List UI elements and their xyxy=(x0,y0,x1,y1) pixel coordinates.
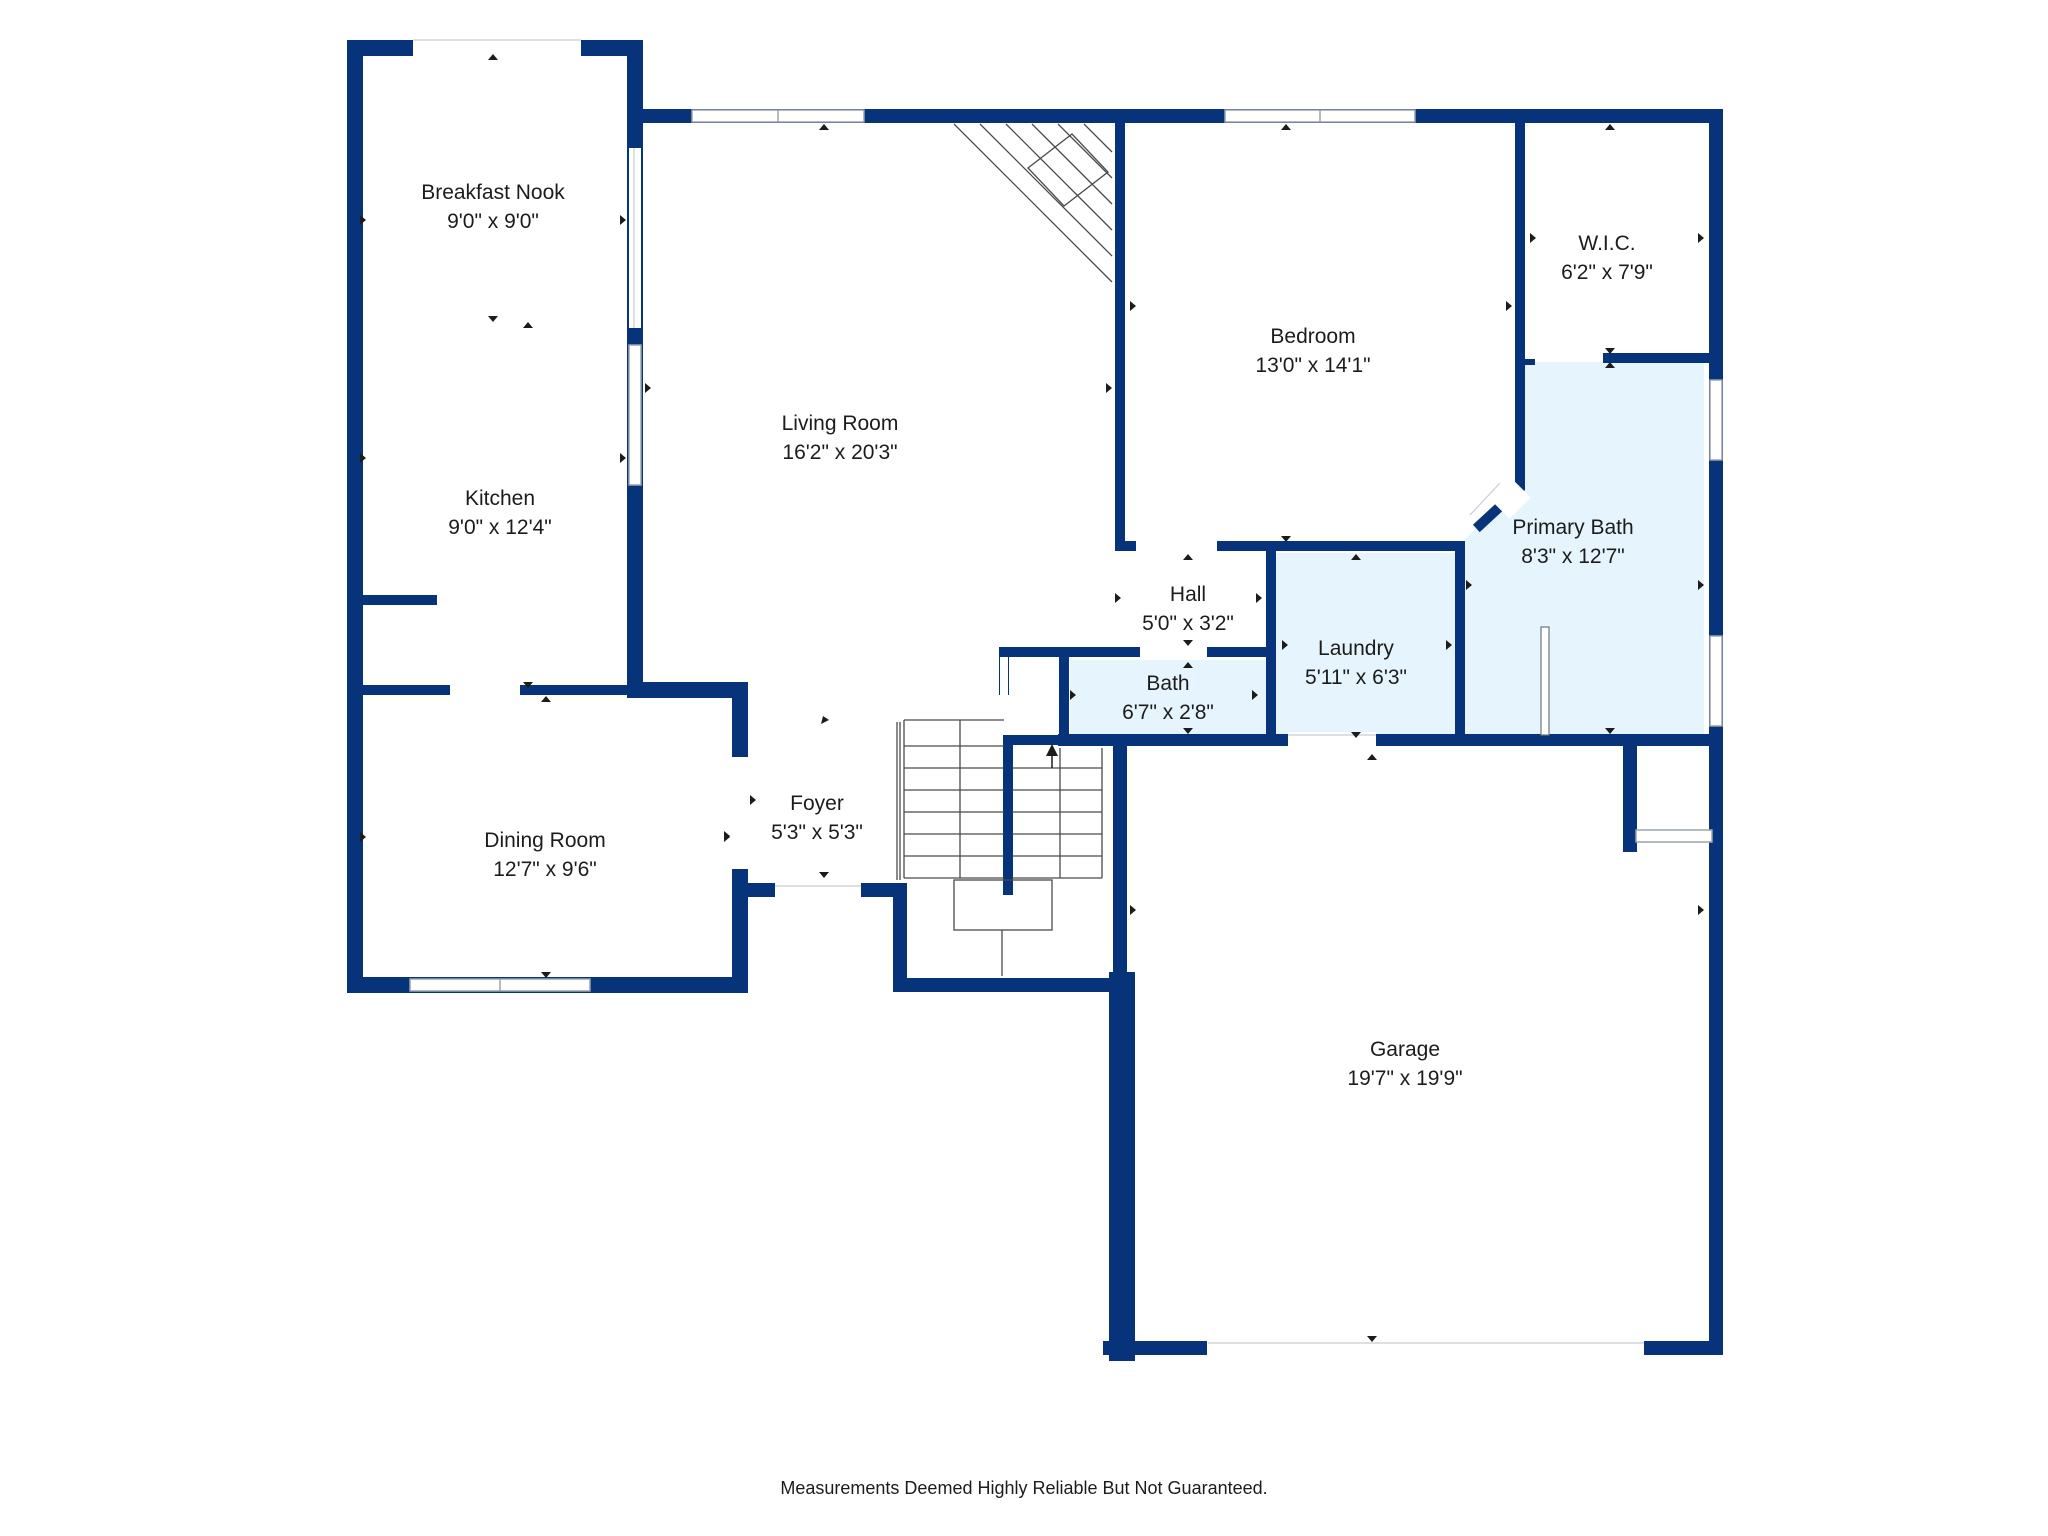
wet-room-fills xyxy=(1070,362,1704,735)
stairs-lower xyxy=(896,719,1103,976)
living-room-name: Living Room xyxy=(782,412,899,435)
door-outlines xyxy=(413,39,1644,1344)
window-bath-lower xyxy=(1709,635,1723,727)
wic-size: 6'2" x 7'9" xyxy=(1561,261,1653,284)
dimension-markers xyxy=(360,54,1704,1342)
dining-room-name: Dining Room xyxy=(484,829,605,852)
living-room-size: 16'2" x 20'3" xyxy=(782,441,897,464)
primary-bath-partition xyxy=(1540,626,1550,736)
bath-fill xyxy=(1070,660,1266,735)
disclaimer-text: Measurements Deemed Highly Reliable But … xyxy=(780,1478,1267,1498)
garage-size: 19'7" x 19'9" xyxy=(1347,1067,1462,1090)
stairs-upper xyxy=(953,123,1113,283)
hall-size: 5'0" x 3'2" xyxy=(1142,612,1234,635)
room-labels: Breakfast Nook 9'0" x 9'0" Kitchen 9'0" … xyxy=(421,181,1653,1090)
laundry-name: Laundry xyxy=(1318,637,1394,660)
bedroom-size: 13'0" x 14'1" xyxy=(1255,354,1370,377)
wic-name: W.I.C. xyxy=(1578,232,1635,255)
window-bath-upper xyxy=(1709,379,1723,461)
dining-room-size: 12'7" x 9'6" xyxy=(493,858,597,881)
garage-name: Garage xyxy=(1370,1038,1440,1061)
foyer-size: 5'3" x 5'3" xyxy=(771,821,863,844)
primary-bath-name: Primary Bath xyxy=(1512,516,1633,539)
windows xyxy=(409,109,1723,992)
breakfast-nook-name: Breakfast Nook xyxy=(421,181,565,204)
bedroom-name: Bedroom xyxy=(1270,325,1355,348)
kitchen-name: Kitchen xyxy=(465,487,535,510)
kitchen-size: 9'0" x 12'4" xyxy=(448,516,552,539)
wall-bedroom-left xyxy=(1115,111,1150,551)
laundry-fill xyxy=(1276,553,1458,735)
hall-name: Hall xyxy=(1170,583,1206,606)
openings xyxy=(413,38,1644,1356)
bath-name: Bath xyxy=(1146,672,1189,695)
garage-nib-shelf xyxy=(1635,829,1713,843)
laundry-size: 5'11" x 6'3" xyxy=(1305,666,1407,689)
stair-up-arrow xyxy=(1046,744,1058,756)
breakfast-nook-size: 9'0" x 9'0" xyxy=(447,210,539,233)
window-kitchen xyxy=(628,344,642,486)
primary-bath-fill xyxy=(1460,362,1704,735)
foyer-name: Foyer xyxy=(790,792,844,815)
bath-size: 6'7" x 2'8" xyxy=(1122,701,1214,724)
primary-bath-size: 8'3" x 12'7" xyxy=(1521,545,1625,568)
wall-main-top xyxy=(628,109,1723,749)
